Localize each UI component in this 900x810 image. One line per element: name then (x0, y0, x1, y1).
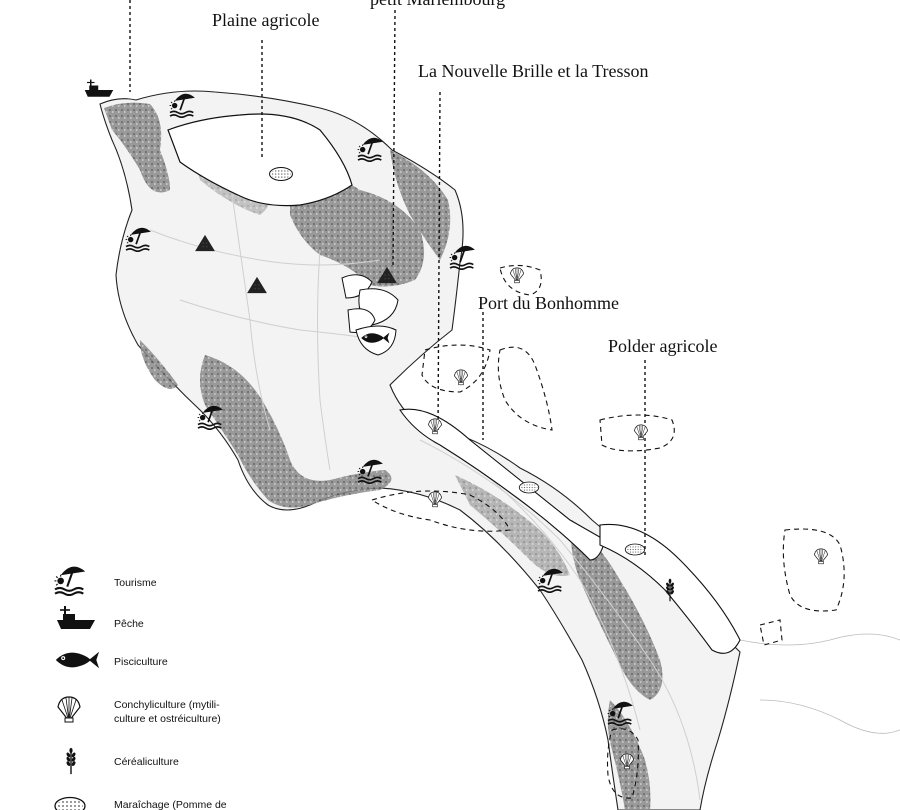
fishing-boat-icon (56, 605, 96, 630)
roads (149, 179, 701, 801)
label-port-du-bonhomme: Port du Bonhomme (478, 293, 619, 313)
legend-label: Maraîchage (Pomme de (114, 799, 227, 810)
scallop-shell-icon (814, 548, 828, 565)
legend-label: culture et ostréiculture) (114, 713, 221, 725)
fish-icon (55, 651, 100, 669)
potato-icon (518, 481, 540, 494)
legend-item-conchyliculture: Conchyliculture (mytili- culture et ostr… (57, 696, 221, 725)
plaine-agricole-zone (167, 113, 353, 207)
label-nouvelle-brille: La Nouvelle Brille et la Tresson (418, 61, 648, 81)
legend-item-tourisme: Tourisme (53, 565, 157, 596)
scallop-shell-icon (634, 424, 648, 441)
potato-icon (624, 543, 646, 556)
legend-label: Pisciculture (114, 656, 168, 668)
potato-icon (54, 796, 86, 810)
legend-item-peche: Pêche (56, 605, 144, 630)
fishing-boat-icon (84, 78, 114, 98)
scallop-shell-icon (57, 696, 81, 723)
wheat-icon (64, 747, 78, 775)
label-petit-marlembourg: petit Marlembourg (370, 0, 505, 9)
marsh-plots (341, 274, 399, 356)
scallop-shell-icon (428, 491, 442, 508)
coastline-right (739, 633, 900, 734)
island-landmass (99, 90, 741, 810)
beach-umbrella-icon (53, 565, 87, 596)
legend-label: Céréaliculture (114, 756, 179, 768)
legend-label: Pêche (114, 618, 144, 630)
label-pointers (129, 0, 646, 555)
shellfish-parcels (370, 264, 845, 799)
label-polder-agricole: Polder agricole (608, 336, 717, 356)
legend: Tourisme Pêche Pisciculture Conchylicult… (53, 565, 227, 810)
potato-icon (269, 166, 293, 182)
legend-label: Conchyliculture (mytili- (114, 699, 220, 711)
legend-item-maraichage: Maraîchage (Pomme de (54, 796, 227, 810)
legend-item-cerealiculture: Céréaliculture (64, 747, 179, 775)
legend-item-pisciculture: Pisciculture (55, 651, 168, 669)
scallop-shell-icon (454, 369, 468, 386)
scallop-shell-icon (510, 267, 524, 284)
tresson-strip (399, 408, 606, 561)
legend-label: Tourisme (114, 577, 157, 589)
label-plaine-agricole: Plaine agricole (212, 10, 319, 30)
